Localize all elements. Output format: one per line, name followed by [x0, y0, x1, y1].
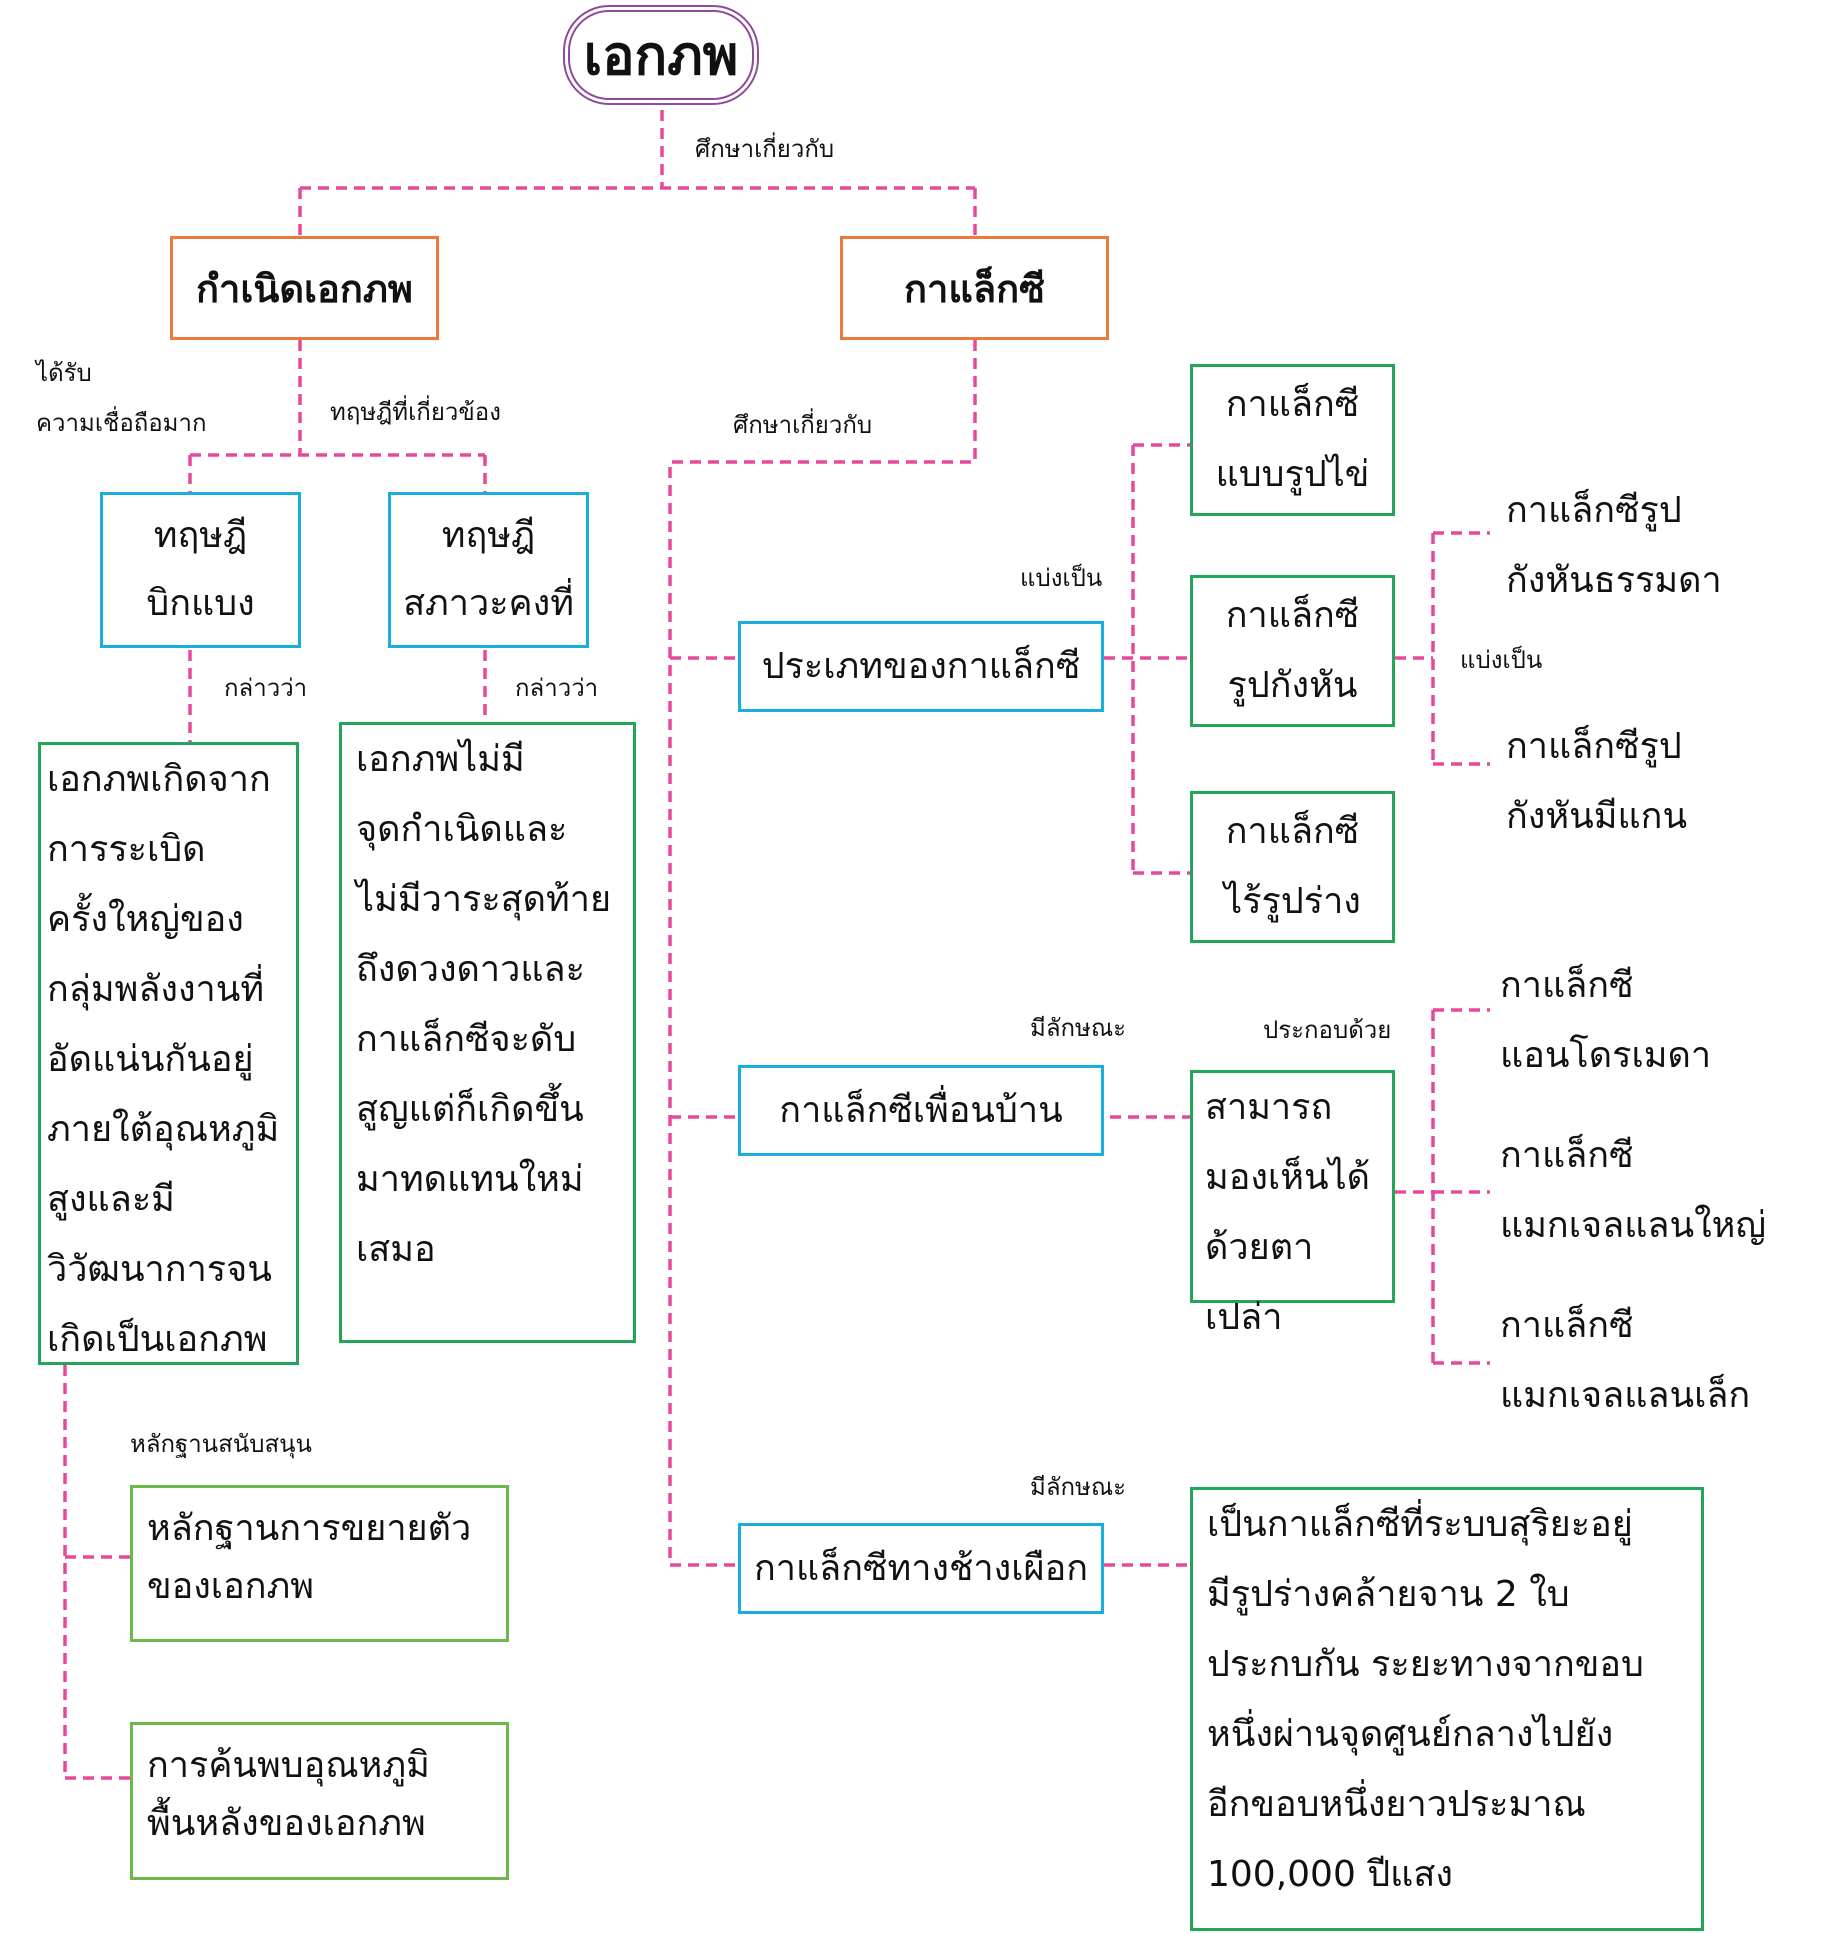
label-says-2: กล่าวว่า: [515, 674, 599, 702]
steady-state-description-node: เอกภพไม่มี จุดกำเนิดและ ไม่มีวาระสุดท้าย…: [339, 722, 636, 1343]
label-consists-of: ประกอบด้วย: [1263, 1016, 1392, 1044]
irregular-galaxy-node: กาแล็กซี ไร้รูปร่าง: [1190, 791, 1395, 943]
normal-spiral-galaxy: กาแล็กซีรูป กังหันธรรมดา: [1506, 490, 1722, 601]
irregular-galaxy: กาแล็กซี ไร้รูปร่าง: [1224, 811, 1361, 922]
large-magellanic-galaxy: กาแล็กซี แมกเจลแลนใหญ่: [1500, 1135, 1767, 1246]
label-supporting-evidence: หลักฐานสนับสนุน: [130, 1430, 312, 1458]
label-says-1: กล่าวว่า: [224, 674, 308, 702]
connector: [298, 92, 977, 236]
steady-state-title: ทฤษฎี สภาวะคงที่: [403, 515, 574, 624]
root-title: เอกภพ: [583, 24, 739, 87]
connector: [188, 650, 487, 742]
universe-root-node: เอกภพ: [563, 5, 759, 105]
connector: [188, 340, 487, 492]
label-credible: ได้รับ ความเชื่อถือมาก: [36, 359, 207, 437]
galaxy-types-title: ประเภทของกาแล็กซี: [761, 645, 1081, 687]
spiral-galaxy-node: กาแล็กซี รูปกังหัน: [1190, 575, 1395, 727]
label-has-characteristics-1: มีลักษณะ: [1030, 1014, 1127, 1042]
label-has-characteristics-2: มีลักษณะ: [1030, 1473, 1127, 1501]
evidence-background-temp-node: การค้นพบอุณหภูมิ พื้นหลังของเอกภพ: [130, 1722, 509, 1880]
elliptical-galaxy-node: กาแล็กซี แบบรูปไข่: [1190, 364, 1395, 516]
connector: [1110, 1008, 1490, 1365]
label-related-theories: ทฤษฎีที่เกี่ยวข้อง: [330, 398, 501, 426]
milky-way-description: เป็นกาแล็กซีที่ระบบสุริยะอยู่ มีรูปร่างค…: [1207, 1504, 1644, 1895]
label-divided-into-2: แบ่งเป็น: [1460, 646, 1543, 674]
label-divided-into-1: แบ่งเป็น: [1020, 564, 1103, 592]
big-bang-description: เอกภพเกิดจาก การระเบิด ครั้งใหญ่ของ กลุ่…: [47, 759, 280, 1360]
connector: [63, 1365, 130, 1780]
visibility-node: สามารถ มองเห็นได้ ด้วยตาเปล่า: [1190, 1070, 1395, 1338]
galaxy-types-node: ประเภทของกาแล็กซี: [738, 621, 1104, 712]
evidence-background-temp: การค้นพบอุณหภูมิ พื้นหลังของเอกภพ: [147, 1745, 430, 1844]
visibility-description: สามารถ มองเห็นได้ ด้วยตาเปล่า: [1205, 1087, 1371, 1338]
milky-way-node: กาแล็กซีทางช้างเผือก: [738, 1523, 1104, 1614]
elliptical-galaxy: กาแล็กซี แบบรูปไข่: [1215, 384, 1370, 495]
steady-state-theory-node: ทฤษฎี สภาวะคงที่: [388, 492, 589, 648]
andromeda-galaxy: กาแล็กซี แอนโดรเมดา: [1500, 965, 1712, 1076]
evidence-expansion-node: หลักฐานการขยายตัว ของเอกภพ: [130, 1485, 509, 1642]
label-study-about-1: ศึกษาเกี่ยวกับ: [695, 135, 835, 163]
milky-way-title: กาแล็กซีทางช้างเผือก: [753, 1547, 1089, 1589]
neighbor-galaxies-title: กาแล็กซีเพื่อนบ้าน: [779, 1089, 1063, 1131]
big-bang-title: ทฤษฎี บิกแบง: [146, 515, 255, 624]
barred-spiral-galaxy: กาแล็กซีรูป กังหันมีแกน: [1506, 726, 1688, 837]
galaxy-title: กาแล็กซี: [904, 266, 1045, 311]
big-bang-description-node: เอกภพเกิดจาก การระเบิด ครั้งใหญ่ของ กลุ่…: [38, 742, 299, 1365]
spiral-galaxy: กาแล็กซี รูปกังหัน: [1225, 595, 1360, 706]
connector: [1104, 443, 1190, 875]
small-magellanic-galaxy: กาแล็กซี แมกเจลแลนเล็ก: [1500, 1305, 1751, 1416]
neighbor-galaxies-node: กาแล็กซีเพื่อนบ้าน: [738, 1065, 1104, 1156]
big-bang-theory-node: ทฤษฎี บิกแบง: [100, 492, 301, 648]
universe-origin-title: กำเนิดเอกภพ: [196, 266, 413, 311]
connector: [1395, 531, 1490, 766]
connector: [668, 340, 977, 1567]
milky-way-description-node: เป็นกาแล็กซีที่ระบบสุริยะอยู่ มีรูปร่างค…: [1190, 1487, 1704, 1931]
galaxy-node: กาแล็กซี: [840, 236, 1109, 340]
evidence-expansion: หลักฐานการขยายตัว ของเอกภพ: [147, 1508, 472, 1607]
label-study-about-2: ศึกษาเกี่ยวกับ: [733, 411, 873, 439]
universe-origin-node: กำเนิดเอกภพ: [170, 236, 439, 340]
steady-state-description: เอกภพไม่มี จุดกำเนิดและ ไม่มีวาระสุดท้าย…: [356, 739, 612, 1270]
